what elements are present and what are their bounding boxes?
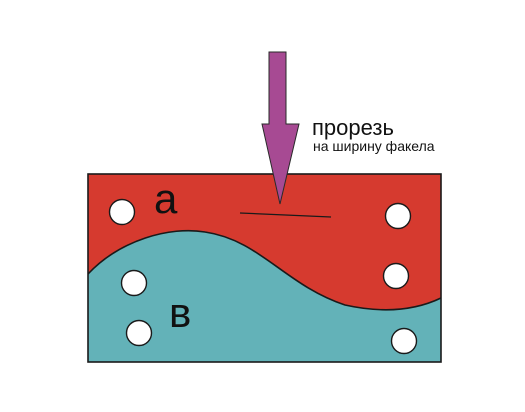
zone-a-label: а: [154, 175, 178, 222]
hole: [125, 319, 153, 347]
zone-b-label: в: [169, 289, 191, 336]
cut-slot-line: [239, 212, 332, 218]
plate-outline: [87, 173, 442, 363]
hole: [382, 262, 410, 290]
torch-arrow-icon: [261, 51, 300, 205]
hole: [384, 202, 412, 230]
hole: [108, 198, 136, 226]
cut-title: прорезь: [312, 115, 394, 140]
zone-boundary-curve: [87, 229, 442, 311]
zone-b-region: [88, 230, 441, 362]
hole: [120, 269, 148, 297]
cut-subtitle: на ширину факела: [313, 138, 435, 154]
hole: [390, 327, 418, 355]
